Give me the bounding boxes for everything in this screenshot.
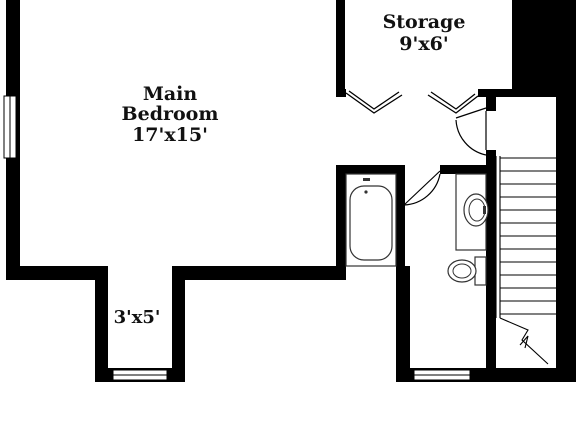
- stairs: [495, 156, 556, 365]
- wall-bedroom-bottom-right: [172, 266, 344, 280]
- wall-storage-bottom-left: [336, 89, 346, 97]
- storage-room-name: Storage: [382, 11, 466, 33]
- bifold-right: [427, 94, 479, 114]
- bath-door-leaf: [403, 170, 441, 206]
- wall-stair-top: [486, 91, 496, 111]
- wall-tub-partition: [396, 165, 405, 280]
- stair-door-arc: [455, 119, 487, 156]
- toilet-seat: [452, 263, 472, 279]
- windows: [3, 95, 471, 381]
- wall-stair-left: [486, 150, 496, 382]
- stair-arrow-head: [519, 335, 529, 349]
- storage-bifold-doors: [345, 90, 479, 114]
- toilet-tank: [474, 256, 487, 286]
- wall-storage-left: [336, 0, 345, 97]
- wall-bedroom-bottom-left: [6, 266, 108, 280]
- bifold-left: [345, 92, 403, 114]
- main-bedroom-dimensions: 17'x15': [132, 124, 208, 146]
- closet-dimensions: 3'x5': [113, 307, 161, 328]
- bathtub-drain: [364, 190, 368, 194]
- door-swings: [403, 107, 487, 206]
- bifold-right-inner: [430, 91, 476, 110]
- wall-closet-left: [95, 266, 108, 382]
- bath-door-arc: [403, 173, 441, 206]
- sink-basin-inner: [468, 198, 486, 222]
- wall-bath-top-right: [440, 165, 496, 174]
- wall-stair-bottom: [486, 368, 576, 382]
- main-bedroom-name-line1: Main: [142, 83, 198, 105]
- storage-room-dimensions: 9'x6': [399, 33, 449, 55]
- wall-bath-left: [336, 165, 346, 280]
- bathtub-inner: [349, 185, 393, 261]
- bathtub-faucet: [363, 178, 370, 181]
- walls: [6, 0, 576, 382]
- stair-door-panel: [455, 107, 487, 119]
- wall-right: [556, 0, 576, 382]
- wall-bath-top-left: [336, 165, 404, 174]
- wall-bath-lower-left: [396, 266, 410, 382]
- wall-closet-right: [172, 266, 185, 382]
- toilet: [447, 256, 487, 286]
- sink-faucet: [483, 206, 486, 214]
- stair-break-line: [499, 317, 549, 365]
- main-bedroom-name-line2: Bedroom: [121, 103, 219, 125]
- bifold-left-inner: [348, 90, 400, 110]
- bathtub: [345, 173, 397, 267]
- vanity: [455, 173, 489, 251]
